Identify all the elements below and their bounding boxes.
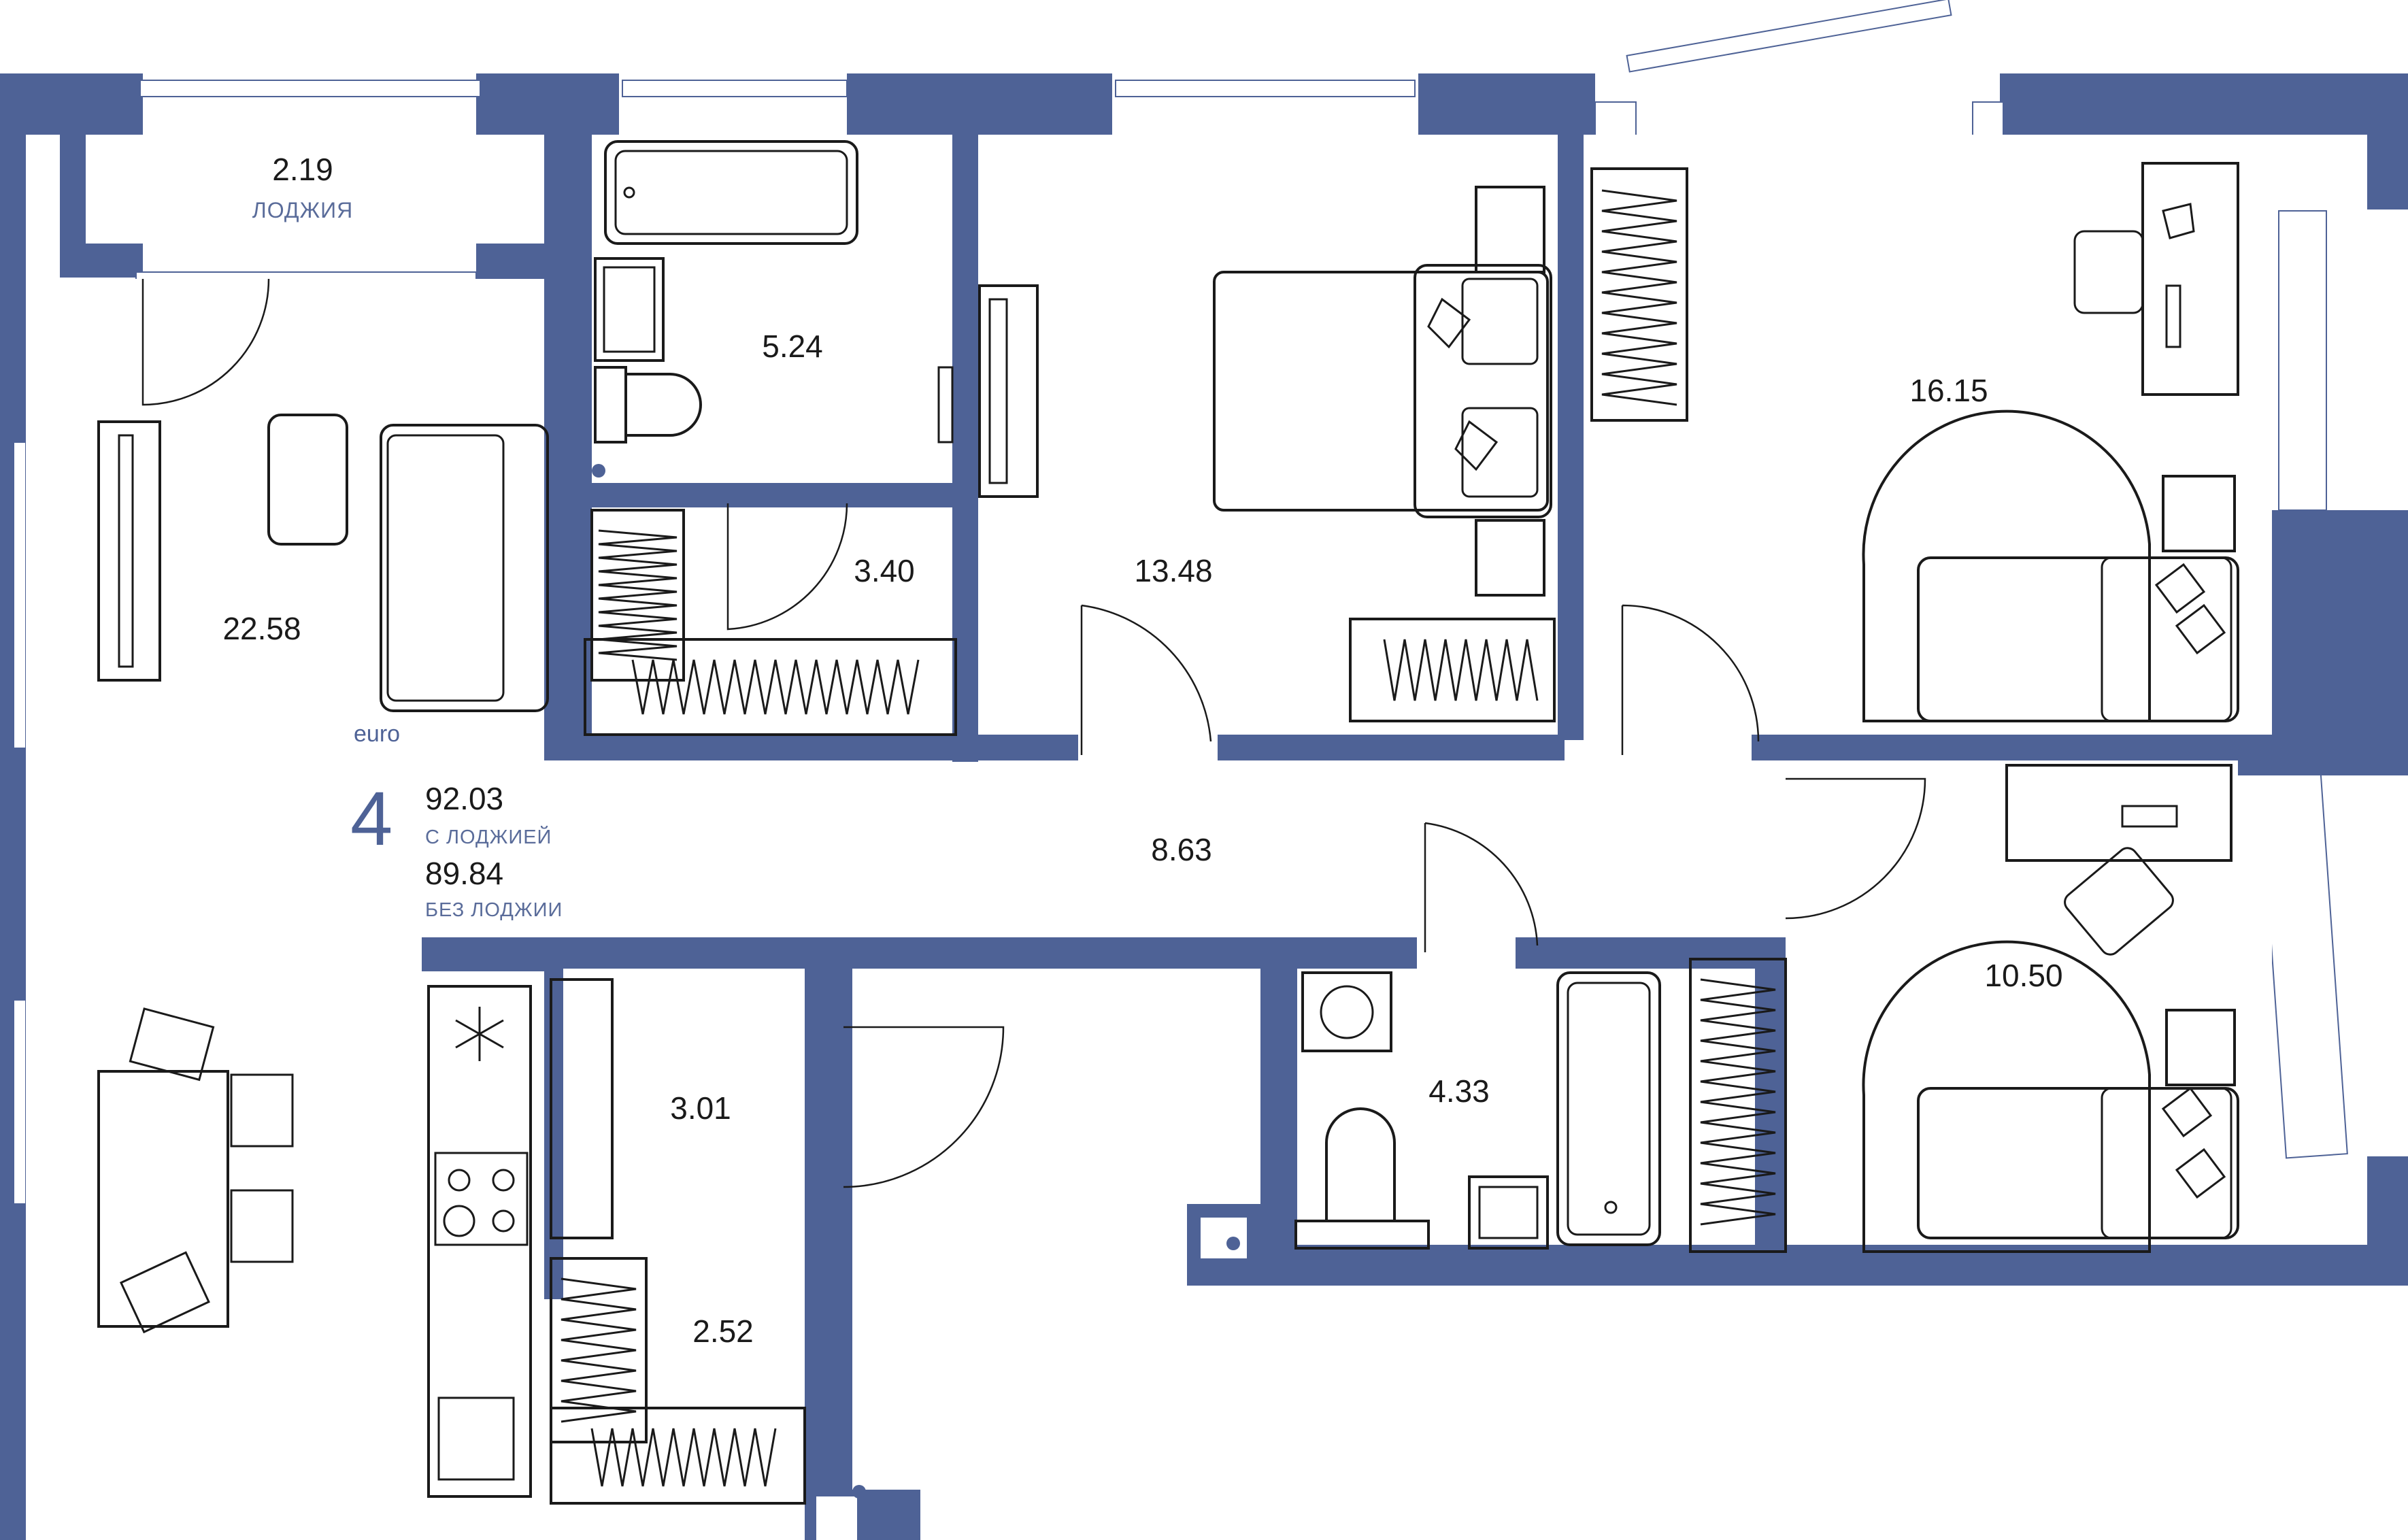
radiator-icon [584,509,957,736]
bathroom-lower-area: 4.33 [1428,1073,1490,1109]
bathroom-top-area: 5.24 [762,329,823,364]
closet-lower-area: 2.52 [692,1313,754,1349]
tv-stand-icon [97,420,161,682]
sofa-icon [1862,409,2239,722]
kitchen-counter [427,985,532,1498]
radiator-icon [550,1257,806,1505]
riser-dot [852,1485,866,1499]
desk-icon [2073,162,2239,396]
coffee-table-icon [267,414,348,546]
shelf-icon [550,978,614,1239]
desk-icon [2005,764,2233,956]
closet-upper-area: 3.01 [670,1090,731,1126]
stove-icon [434,1152,529,1246]
sofa-icon [380,424,549,712]
hallway-area: 8.63 [1151,832,1212,867]
snowflake-icon [455,1007,504,1061]
radiator-icon [1590,167,1688,422]
wall-gaps [816,1218,1247,1540]
with-loggia-caption: С ЛОДЖИЕЙ [425,825,552,848]
bathtub-icon [604,140,858,245]
bed-icon [1213,186,1552,597]
loggia-area: 2.19 [272,152,333,187]
area-without-loggia: 89.84 [425,856,503,891]
windows [13,0,2348,1205]
doors [141,278,1926,1188]
bedroom-lower-right-area: 10.50 [1984,958,2062,993]
shelf-icon [937,284,1039,498]
toilet-icon [1294,1107,1430,1250]
without-loggia-caption: БЕЗ ЛОДЖИИ [425,899,563,921]
wardrobe-area: 3.40 [854,553,915,588]
sink-icon [1468,1175,1549,1250]
radiator-icon [1349,618,1556,722]
riser-dot [592,464,605,478]
sofa-icon [1862,940,2239,1253]
loggia-label: ЛОДЖИЯ [252,198,354,222]
washing-machine-icon [1301,971,1392,1052]
apartment-summary: euro 4 92.03 С ЛОДЖИЕЙ 89.84 БЕЗ ЛОДЖИИ [350,721,563,921]
sink-icon [594,257,665,362]
dining-table-icon [97,1007,294,1334]
sink-icon [437,1396,515,1481]
riser-dot [1226,1237,1240,1250]
radiator-icon [1689,958,1787,1253]
area-with-loggia: 92.03 [425,781,503,816]
bathtub-icon [1556,971,1661,1246]
apartment-type: euro [354,721,400,747]
bedroom-right-area: 16.15 [1909,373,1988,408]
living-kitchen-area: 22.58 [222,611,301,646]
bedroom-center-area: 13.48 [1134,553,1212,588]
interior-walls [422,135,2408,1540]
room-count: 4 [350,776,392,861]
toilet-icon [594,366,702,443]
